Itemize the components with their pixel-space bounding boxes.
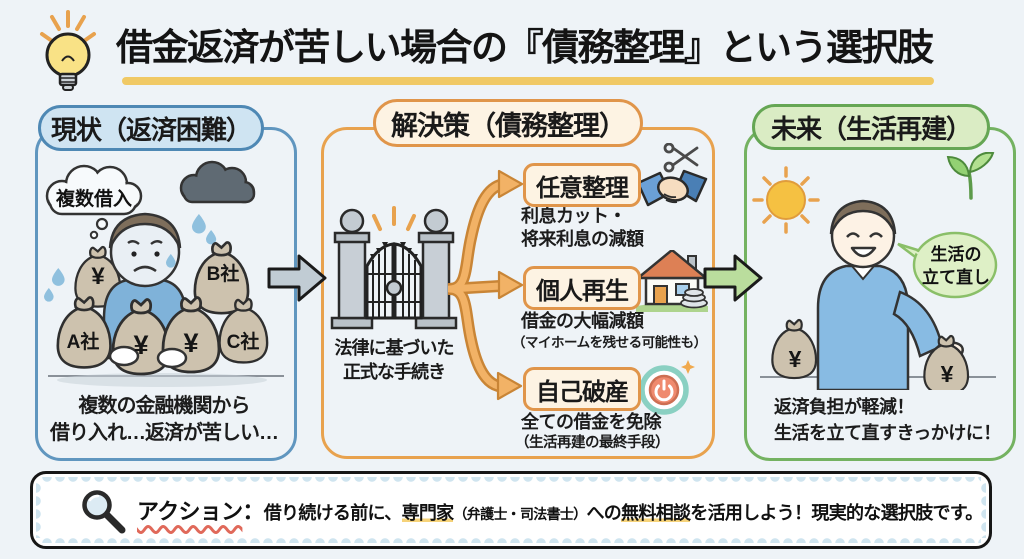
title-underline <box>122 77 934 85</box>
action-expert: 専門家 <box>401 503 454 523</box>
sprout-icon <box>946 152 995 200</box>
option-jiko-hasan: 自己破産 <box>523 367 641 411</box>
option-ninni-seiri: 任意整理 <box>523 163 641 207</box>
bag-label: ¥ <box>133 330 148 360</box>
bag-label: ¥ <box>789 346 802 372</box>
arrow-right-gray-icon <box>267 254 327 302</box>
current-caption-line1: 複数の金融機関から <box>78 395 251 417</box>
gate-caption-line2: 正式な手続き <box>343 361 446 382</box>
scallop-trim-right <box>977 482 986 538</box>
bag-label: ¥ <box>183 328 198 358</box>
solution-header-badge: 解決策（債務整理） <box>373 99 643 147</box>
storm-cloud-icon <box>179 160 256 204</box>
current-caption: 複数の金融機関から 借り入れ…返済が苦しい… <box>38 393 290 447</box>
action-segment2: への <box>586 503 622 523</box>
future-caption-line1: 返済負担が軽減！ <box>774 397 915 417</box>
bag-label: ¥ <box>91 263 105 290</box>
thought-bubble: 複数借入 <box>45 164 143 240</box>
lightbulb-icon <box>40 10 96 91</box>
option-kojin-desc-line2: （マイホームを残せる可能性も） <box>512 335 707 350</box>
future-header-badge: 未来（生活再建） <box>752 104 990 150</box>
action-expert-note: （弁護士・司法書士） <box>453 506 587 522</box>
option-kojin-desc-line1: 借金の大幅減額 <box>521 311 644 331</box>
arrow-right-green-icon <box>703 254 763 302</box>
option-hasan-desc-line1: 全ての借金を免除 <box>521 412 662 432</box>
action-free-consult: 無料相談 <box>621 503 691 523</box>
option-ninni-desc: 利息カット・ 将来利息の減額 <box>521 206 644 250</box>
action-label: アクション： <box>137 499 264 524</box>
current-caption-line2: 借り入れ…返済が苦しい… <box>50 422 279 444</box>
future-caption: 返済負担が軽減！ 生活を立て直すきっかけに！ <box>774 394 1014 446</box>
option-hasan-desc-line2: （生活再建の最終手段） <box>515 435 670 451</box>
scallop-trim-top <box>41 477 981 486</box>
action-text: アクション：借り続ける前に、専門家（弁護士・司法書士）への無料相談を活用しよう！… <box>137 494 983 526</box>
action-segment3: を活用しよう！現実的な選択肢です。 <box>690 503 983 523</box>
thought-bubble-text: 複数借入 <box>55 187 132 210</box>
bag-label: A社 <box>67 330 100 353</box>
bag-label: B社 <box>207 262 240 285</box>
future-speech-bubble: 生活の 立て直し <box>897 231 998 299</box>
gate-caption-line1: 法律に基づいた <box>334 338 455 358</box>
speech-bubble-line2: 立て直し <box>922 267 990 287</box>
gate-icon <box>330 206 458 330</box>
scallop-trim-bottom <box>41 534 981 543</box>
hands <box>108 345 188 369</box>
bag-label: C社 <box>227 330 260 353</box>
sun-icon <box>752 166 820 234</box>
page-title: 借金返済が苦しい場合の『債務整理』という選択肢 <box>116 27 934 68</box>
future-caption-line2: 生活を立て直すきっかけに！ <box>774 423 1001 444</box>
current-header-badge: 現状（返済困難） <box>38 105 264 151</box>
handshake-scissors-icon <box>636 143 708 207</box>
action-segment1: 借り続ける前に、 <box>263 503 403 523</box>
power-button-icon <box>639 360 695 415</box>
scallop-trim-left <box>36 482 45 538</box>
future-illustration: 生活の 立て直し ¥ ¥ <box>752 152 998 390</box>
branch-arrows <box>448 169 524 401</box>
action-bar: アクション：借り続ける前に、専門家（弁護士・司法書士）への無料相談を活用しよう！… <box>30 471 992 549</box>
gate-caption: 法律に基づいた 正式な手続き <box>320 337 468 385</box>
house-coins-icon <box>636 250 708 312</box>
current-illustration: 複数借入 <box>44 160 284 387</box>
speech-bubble-line1: 生活の <box>931 244 982 264</box>
option-kojin-saisei: 個人再生 <box>523 266 641 310</box>
magnifier-icon <box>82 490 126 534</box>
bag-label: ¥ <box>941 361 954 387</box>
